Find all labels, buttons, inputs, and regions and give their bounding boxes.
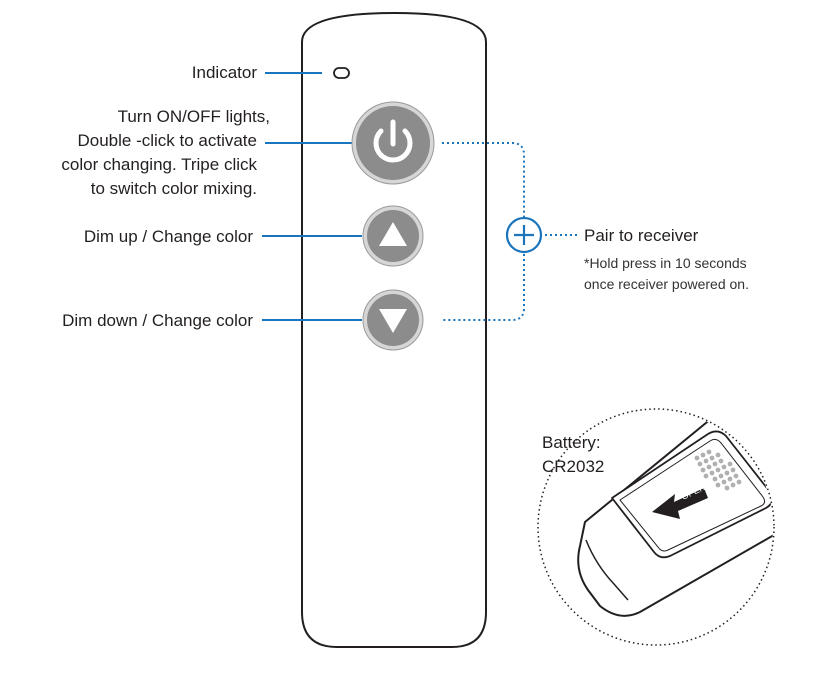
grip-dots (694, 449, 742, 491)
plus-circle-icon (505, 216, 543, 254)
battery-label-line2: CR2032 (542, 457, 605, 476)
power-label-line3: color changing. Tripe click (61, 155, 257, 174)
power-label-line1: Turn ON/OFF lights, (117, 107, 270, 126)
indicator-label: Indicator (191, 63, 257, 82)
power-label-line4: to switch color mixing. (90, 179, 257, 198)
power-icon (373, 119, 413, 163)
pair-note-line1: *Hold press in 10 seconds (584, 255, 747, 271)
dim-down-label: Dim down / Change color (62, 311, 253, 330)
pair-bracket-line (442, 142, 525, 321)
triangle-down-icon (379, 309, 407, 333)
battery-label-line1: Battery: (542, 433, 601, 452)
power-button[interactable] (351, 101, 435, 185)
pair-label: Pair to receiver (584, 226, 699, 245)
dim-up-button[interactable] (362, 205, 424, 267)
power-label-line2: Double -click to activate (77, 131, 257, 150)
dim-up-label: Dim up / Change color (83, 227, 253, 246)
indicator-led (333, 67, 350, 79)
open-arrow-icon (652, 488, 708, 519)
triangle-up-icon (379, 222, 407, 246)
dim-down-button[interactable] (362, 289, 424, 351)
battery-inset: OPEN (537, 408, 775, 646)
pair-note-line2: once receiver powered on. (584, 276, 749, 292)
